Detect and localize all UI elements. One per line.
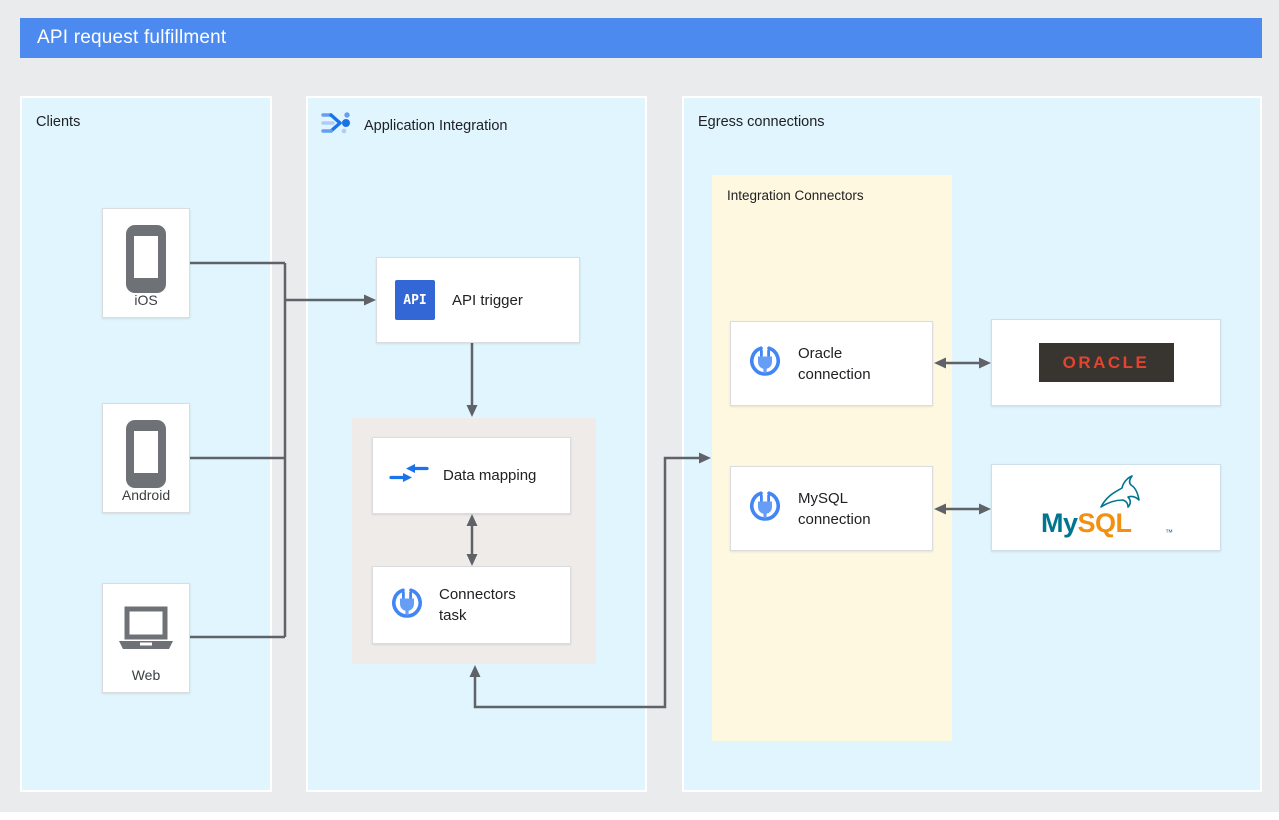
clients-panel-title: Clients — [36, 114, 81, 130]
api-trigger-card: API API trigger — [376, 257, 580, 343]
mysql-trademark: ™ — [1165, 527, 1173, 537]
client-ios-card: iOS — [102, 208, 190, 318]
smartphone-icon — [103, 418, 189, 490]
oracle-logo-text: ORACLE — [1062, 352, 1150, 372]
integration-connector-plug-icon — [747, 343, 783, 384]
connectors-task-card: Connectors task — [372, 566, 571, 644]
smartphone-icon — [103, 223, 189, 295]
api-trigger-label: API trigger — [452, 291, 523, 309]
data-mapping-arrows-icon — [389, 460, 429, 491]
client-android-card: Android — [102, 403, 190, 513]
client-label: Web — [131, 667, 161, 683]
oracle-connection-label: Oracle connection — [798, 344, 871, 383]
api-badge-text: API — [403, 292, 427, 308]
client-label: iOS — [134, 292, 158, 308]
mysql-dolphin-icon — [1097, 473, 1141, 518]
diagram-title: API request fulfillment — [37, 27, 227, 48]
mysql-logo-my: My — [1041, 507, 1078, 538]
oracle-logo: ORACLE — [1038, 343, 1174, 382]
integration-connectors-title: Integration Connectors — [727, 188, 864, 203]
application-integration-panel-title: Application Integration — [364, 117, 508, 134]
data-mapping-card: Data mapping — [372, 437, 571, 514]
application-integration-header: Application Integration — [320, 108, 508, 143]
mysql-database-card: MySQL ™ — [991, 464, 1221, 551]
integration-connector-plug-icon — [747, 488, 783, 529]
oracle-connection-card: Oracle connection — [730, 321, 933, 406]
connectors-task-label: Connectors task — [439, 586, 516, 624]
application-integration-icon — [320, 108, 354, 143]
mysql-connection-label: MySQL connection — [798, 489, 871, 528]
bottom-strip — [0, 812, 1279, 820]
client-label: Android — [121, 487, 171, 503]
oracle-database-card: ORACLE — [991, 319, 1221, 406]
mysql-logo: MySQL ™ — [1041, 474, 1173, 539]
laptop-icon — [103, 606, 189, 652]
data-mapping-label: Data mapping — [443, 467, 537, 484]
client-web-card: Web — [102, 583, 190, 693]
egress-panel-title: Egress connections — [698, 114, 825, 130]
mysql-logo-text: MySQL — [1041, 508, 1132, 539]
diagram-title-banner: API request fulfillment — [20, 18, 1262, 58]
integration-connectors-container: Integration Connectors — [712, 175, 952, 741]
api-trigger-icon: API — [395, 280, 435, 320]
integration-connector-plug-icon — [389, 585, 425, 626]
mysql-connection-card: MySQL connection — [730, 466, 933, 551]
mysql-logo-sql: SQL — [1077, 507, 1133, 538]
